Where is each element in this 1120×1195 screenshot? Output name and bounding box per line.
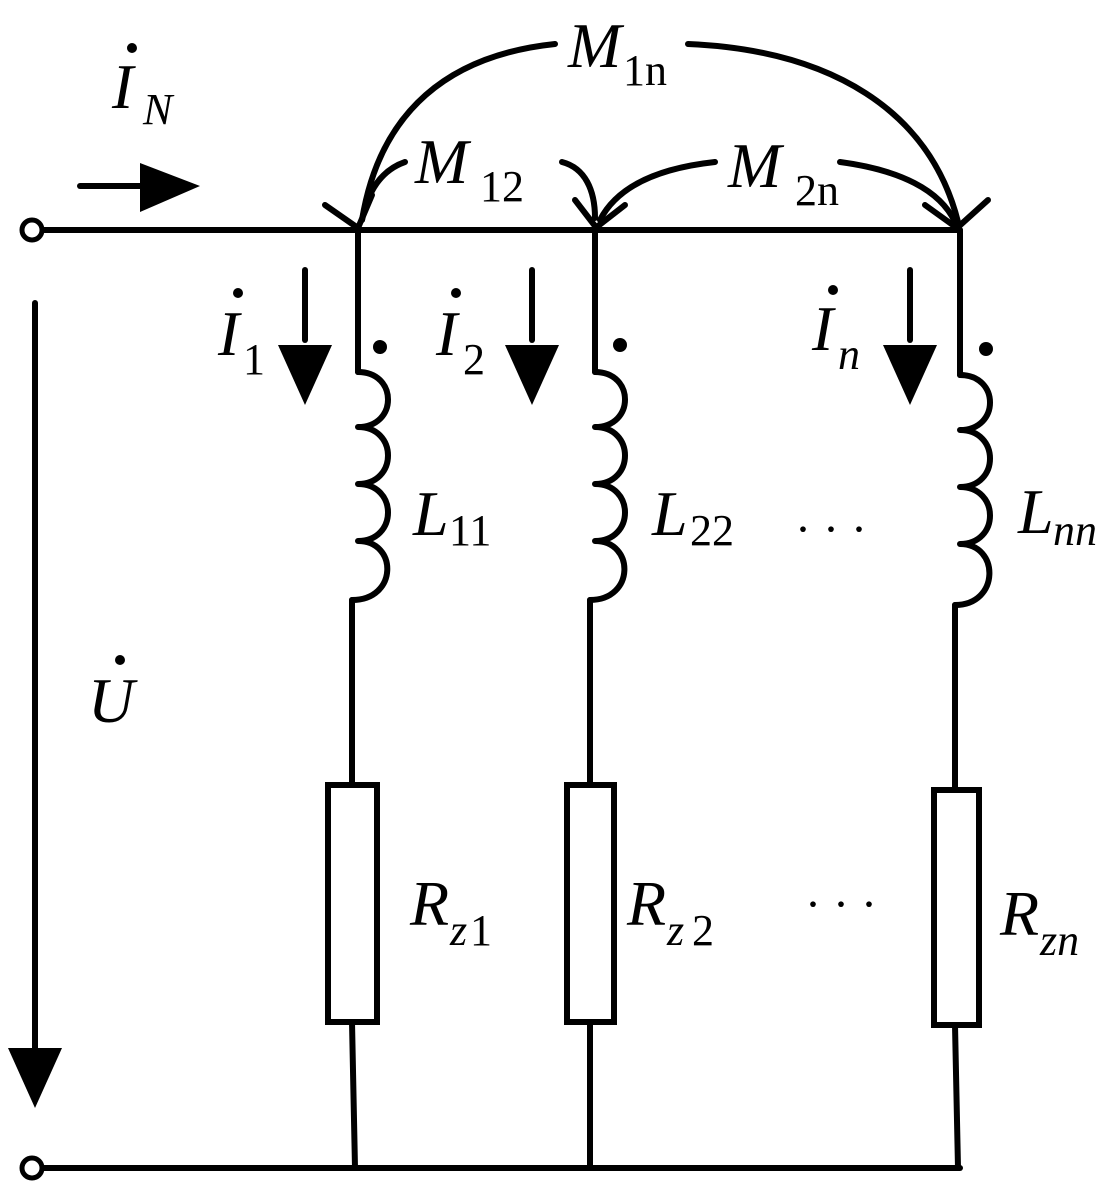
svg-text:n: n bbox=[838, 330, 860, 379]
voltage-arrow bbox=[8, 300, 62, 1108]
branch-1 bbox=[325, 227, 391, 1171]
branch-2-current-arrow bbox=[505, 267, 559, 405]
mutual-1n-arc-left bbox=[359, 41, 558, 223]
svg-text:1: 1 bbox=[243, 335, 265, 384]
branch-n-current-arrow bbox=[883, 267, 937, 405]
inductor-2-label: L 22 bbox=[651, 478, 734, 555]
branch-2-current-dot bbox=[451, 288, 461, 298]
mutual-12-label: M 12 bbox=[414, 126, 524, 211]
svg-text:M: M bbox=[727, 130, 785, 201]
mutual-12-arc-right bbox=[559, 159, 598, 221]
inductor-1-label: L 11 bbox=[412, 478, 491, 555]
svg-text:I: I bbox=[111, 51, 136, 122]
mutual-2n-arc-right bbox=[837, 159, 958, 225]
branch-n-current-dot bbox=[828, 285, 838, 295]
branch-2-resistor bbox=[564, 782, 617, 1025]
source-current-dot bbox=[127, 43, 137, 53]
branch-n bbox=[931, 227, 993, 1171]
svg-text:N: N bbox=[142, 85, 175, 134]
branch-1-polarity-dot bbox=[373, 340, 387, 354]
branch-n-polarity-dot bbox=[979, 342, 993, 356]
branch-n-lower-wire bbox=[952, 1022, 961, 1171]
resistor-ellipsis: · · · bbox=[805, 878, 877, 931]
source-current-arrow bbox=[77, 163, 200, 212]
branch-1-inductor bbox=[349, 369, 391, 603]
inductor-n-label: L nn bbox=[1017, 476, 1097, 555]
svg-text:1n: 1n bbox=[623, 46, 667, 95]
branch-2-polarity-dot bbox=[613, 338, 627, 352]
branch-2 bbox=[564, 227, 628, 1171]
svg-text:M: M bbox=[567, 10, 625, 81]
branch-1-current-dot bbox=[233, 288, 243, 298]
svg-text:z: z bbox=[449, 906, 467, 955]
mutual-arrowhead-branch-2-right bbox=[595, 202, 628, 229]
svg-text:nn: nn bbox=[1053, 506, 1097, 555]
svg-text:zn: zn bbox=[1039, 916, 1079, 965]
mutual-1n-arc-right bbox=[685, 41, 961, 225]
resistor-2-label: R z 2 bbox=[626, 868, 714, 955]
voltage-label: U bbox=[88, 655, 138, 736]
svg-text:I: I bbox=[217, 298, 242, 369]
top-terminal bbox=[19, 217, 45, 243]
svg-text:L: L bbox=[412, 478, 449, 549]
svg-text:L: L bbox=[1017, 476, 1054, 547]
branch-n-current-label: I n bbox=[811, 285, 860, 379]
inductor-ellipsis: · · · bbox=[795, 503, 867, 556]
svg-text:22: 22 bbox=[690, 506, 734, 555]
branch-n-resistor bbox=[931, 787, 982, 1028]
mutual-2n-label: M 2n bbox=[727, 130, 839, 215]
branch-2-inductor bbox=[587, 369, 628, 603]
branch-1-resistor bbox=[325, 782, 380, 1025]
mutual-2n-arc-left bbox=[597, 159, 718, 223]
mutual-arrowhead-branch-1 bbox=[322, 192, 375, 231]
voltage-dot bbox=[115, 655, 125, 665]
svg-text:2n: 2n bbox=[795, 166, 839, 215]
svg-text:U: U bbox=[88, 665, 138, 736]
svg-text:1: 1 bbox=[470, 906, 492, 955]
branch-2-current-label: I 2 bbox=[435, 288, 485, 384]
svg-text:R: R bbox=[626, 868, 666, 939]
resistor-n-label: R zn bbox=[999, 878, 1079, 965]
svg-text:R: R bbox=[409, 868, 449, 939]
svg-text:L: L bbox=[651, 478, 688, 549]
svg-text:2: 2 bbox=[463, 335, 485, 384]
svg-text:I: I bbox=[811, 293, 836, 364]
svg-text:I: I bbox=[435, 298, 460, 369]
bottom-terminal bbox=[19, 1155, 45, 1181]
resistor-1-label: R z 1 bbox=[409, 868, 492, 955]
mutual-arrowhead-branch-n bbox=[922, 197, 991, 231]
svg-text:2: 2 bbox=[692, 906, 714, 955]
branch-n-inductor bbox=[952, 372, 993, 608]
branch-1-current-arrow bbox=[278, 267, 332, 405]
branch-1-lower-wire bbox=[349, 1019, 358, 1171]
mutual-1n-label: M 1n bbox=[567, 10, 667, 95]
source-current-label: I N bbox=[111, 43, 175, 134]
svg-text:R: R bbox=[999, 878, 1039, 949]
svg-text:z: z bbox=[666, 906, 684, 955]
svg-text:11: 11 bbox=[449, 506, 491, 555]
svg-text:M: M bbox=[414, 126, 472, 197]
svg-text:12: 12 bbox=[480, 162, 524, 211]
mutual-arrowhead-branch-2-left bbox=[572, 197, 598, 229]
branch-1-current-label: I 1 bbox=[217, 288, 265, 384]
